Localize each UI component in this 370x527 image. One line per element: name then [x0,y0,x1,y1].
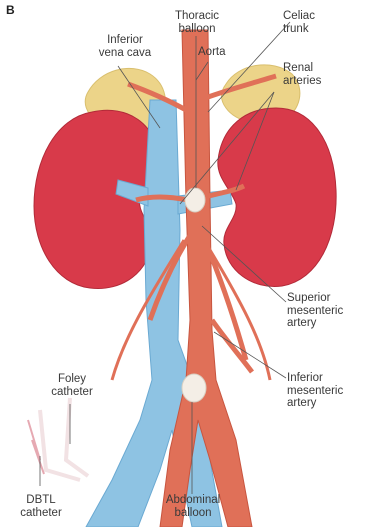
label-inferior-mesenteric-artery: Inferior mesenteric artery [287,372,343,410]
label-inferior-vena-cava: Inferior vena cava [90,34,160,59]
label-superior-mesenteric-line-3: artery [287,317,343,330]
label-superior-mesenteric-artery: Superior mesenteric artery [287,292,343,330]
label-superior-mesenteric-line-1: Superior [287,292,343,305]
label-celiac-trunk-line-1: Celiac [283,10,315,23]
label-inferior-vena-cava-line-2: vena cava [90,47,160,60]
label-inferior-vena-cava-line-1: Inferior [90,34,160,47]
label-renal-arteries-line-2: arteries [283,75,321,88]
label-celiac-trunk-line-2: trunk [283,23,315,36]
label-dbtl-catheter-line-1: DBTL [12,494,70,507]
label-abdominal-balloon-line-2: balloon [150,507,236,520]
abdominal-balloon [182,374,206,402]
label-abdominal-balloon: Abdominal balloon [150,494,236,519]
label-thoracic-balloon-line-2: balloon [166,23,228,36]
label-foley-catheter-line-1: Foley [44,373,100,386]
label-inferior-mesenteric-line-3: artery [287,397,343,410]
label-aorta-line-1: Aorta [198,46,226,59]
label-abdominal-balloon-line-1: Abdominal [150,494,236,507]
label-foley-catheter-line-2: catheter [44,386,100,399]
label-foley-catheter: Foley catheter [44,373,100,398]
label-inferior-mesenteric-line-2: mesenteric [287,385,343,398]
label-inferior-mesenteric-line-1: Inferior [287,372,343,385]
foley-catheter-line [66,398,88,476]
dbtl-catheter-line [40,410,80,480]
thoracic-balloon [185,188,205,212]
label-thoracic-balloon-line-1: Thoracic [166,10,228,23]
label-dbtl-catheter-line-2: catheter [12,507,70,520]
catheter-tip-left [28,420,40,460]
panel-letter: B [6,3,15,17]
label-superior-mesenteric-line-2: mesenteric [287,305,343,318]
label-aorta: Aorta [198,46,226,59]
right-kidney [218,108,336,287]
label-renal-arteries-line-1: Renal [283,62,321,75]
label-thoracic-balloon: Thoracic balloon [166,10,228,35]
inferior-mesenteric-branch [212,320,252,372]
label-celiac-trunk: Celiac trunk [283,10,315,35]
label-dbtl-catheter: DBTL catheter [12,494,70,519]
label-renal-arteries: Renal arteries [283,62,321,87]
